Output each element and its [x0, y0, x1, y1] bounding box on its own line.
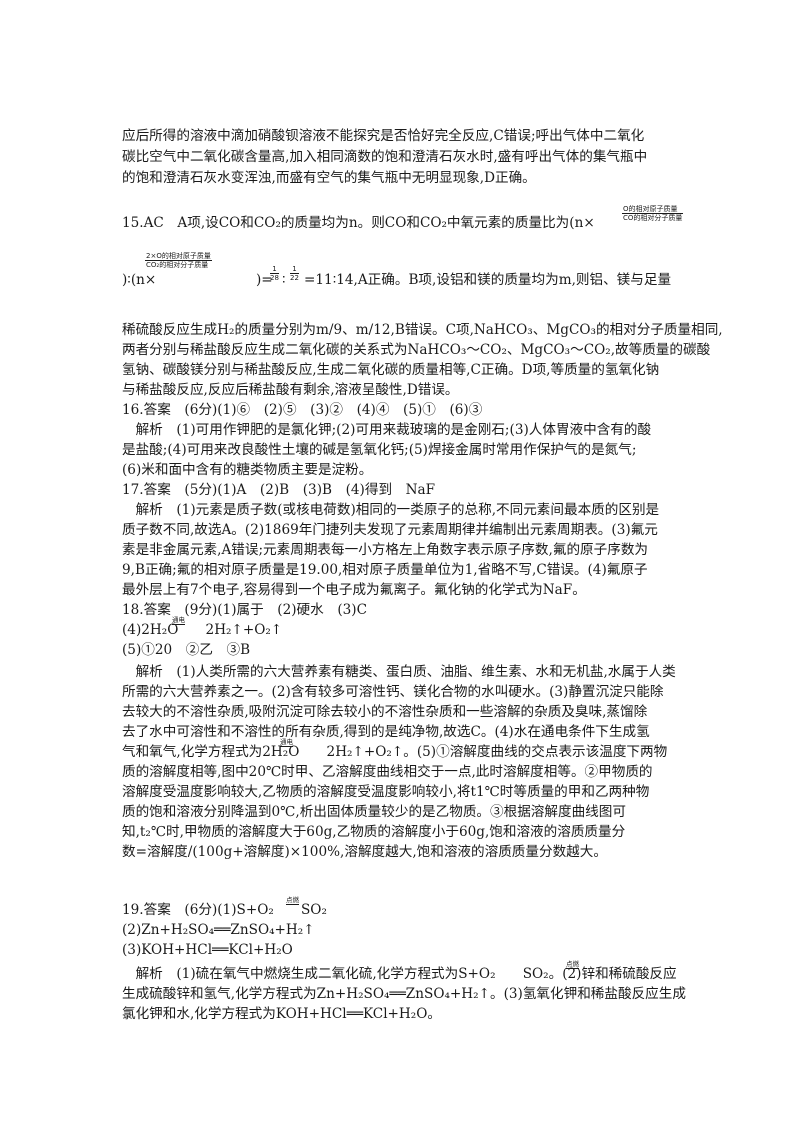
text-line: 与稀盐酸反应,反应后稀盐酸有剩余,溶液呈酸性,D错误。 [122, 382, 459, 398]
fraction-denominator: 28 [270, 274, 279, 282]
text-line: (3)KOH+HCl══KCl+H₂O [122, 942, 293, 958]
text-line: 质的溶解度相等,图中20℃时甲、乙溶解度曲线相交于一点,此时溶解度相等。②甲物质… [122, 764, 653, 780]
text-line: 17.答案 (5分)(1)A (2)B (3)B (4)得到 NaF [122, 482, 436, 498]
text-line: )∶(n× [122, 272, 157, 288]
text-line: 应后所得的溶液中滴加硝酸钡溶液不能探究是否恰好完全反应,C错误;呼出气体中二氧化 [122, 128, 645, 144]
reaction-condition: 通电 [172, 616, 185, 625]
text-line: =11∶14,A正确。B项,设铝和镁的质量均为m,则铝、镁与足量 [304, 272, 672, 288]
text-line: 素是非金属元素,A错误;元素周期表每一小方格左上角数字表示原子序数,氟的原子序数… [122, 542, 649, 558]
small-fraction: 1 22 [290, 265, 299, 282]
text-line: 解析 (1)元素是质子数(或核电荷数)相同的一类原子的总称,不同元素间最本质的区… [122, 502, 660, 518]
text-line: 质子数不同,故选A。(2)1869年门捷列夫发现了元素周期律并编制出元素周期表。… [122, 522, 658, 538]
text-line: 16.答案 (6分)(1)⑥ (2)⑤ (3)② (4)④ (5)① (6)③ [122, 402, 483, 418]
fraction-denominator: CO的相对分子质量 [623, 214, 683, 222]
text-line: 9,B正确;氟的相对原子质量是19.00,相对原子质量单位为1,省略不写,C错误… [122, 562, 648, 578]
text-line: 去较大的不溶性杂质,吸附沉淀可除去较小的不溶性杂质和一些溶解的杂质及臭味,蒸馏除 [122, 704, 648, 720]
text-line: (6)米和面中含有的糖类物质主要是淀粉。 [122, 462, 373, 478]
text-line: ∶ [282, 272, 286, 288]
text-line: 碳比空气中二氧化碳含量高,加入相同滴数的饱和澄清石灰水时,盛有呼出气体的集气瓶中 [122, 149, 648, 165]
fraction-numerator: 1 [290, 265, 299, 274]
reaction-condition: 点燃 [566, 960, 579, 969]
text-line: 的饱和澄清石灰水变浑浊,而盛有空气的集气瓶中无明显现象,D正确。 [122, 170, 536, 186]
small-fraction: 1 28 [270, 265, 279, 282]
fraction-denominator: CO₂的相对分子质量 [146, 261, 209, 269]
text-line: 所需的六大营养素之一。(2)含有较多可溶性钙、镁化合物的水叫硬水。(3)静置沉淀… [122, 684, 664, 700]
fraction-o2-mass: 2×O的相对原子质量 CO₂的相对分子质量 [145, 252, 212, 269]
text-line: 气和氧气,化学方程式为2H₂O 2H₂↑+O₂↑。(5)①溶解度曲线的交点表示该… [122, 744, 668, 760]
text-line: 数=溶解度/(100g+溶解度)×100%,溶解度越大,饱和溶液的溶质质量分数越… [122, 844, 607, 860]
text-line: 知,t₂℃时,甲物质的溶解度大于60g,乙物质的溶解度小于60g,饱和溶液的溶质… [122, 824, 626, 840]
reaction-condition: 点燃 [286, 896, 299, 905]
text-line: 是盐酸;(4)可用来改良酸性土壤的碱是氢氧化钙;(5)焊接金属时常用作保护气的是… [122, 442, 637, 458]
text-line: (5)①20 ②乙 ③B [122, 642, 251, 658]
text-line: 18.答案 (9分)(1)属于 (2)硬水 (3)C [122, 602, 367, 618]
text-line: 19.答案 (6分)(1)S+O₂ SO₂ [122, 902, 327, 918]
fraction-denominator: 22 [290, 274, 299, 282]
text-line: 氯化钾和水,化学方程式为KOH+HCl══KCl+H₂O。 [122, 1006, 441, 1022]
text-line: 最外层上有7个电子,容易得到一个电子成为氟离子。氟化钠的化学式为NaF。 [122, 582, 586, 598]
text-line: 生成硫酸锌和氢气,化学方程式为Zn+H₂SO₄══ZnSO₄+H₂↑。(3)氢氧… [122, 986, 686, 1002]
text-line: 解析 (1)硫在氧气中燃烧生成二氧化硫,化学方程式为S+O₂ SO₂。(2)锌和… [122, 966, 677, 982]
fraction-numerator: 1 [270, 265, 279, 274]
text-line: )= [256, 272, 273, 288]
text-line: 15.AC A项,设CO和CO₂的质量均为n。则CO和CO₂中氧元素的质量比为(… [122, 215, 595, 231]
text-line: (2)Zn+H₂SO₄══ZnSO₄+H₂↑ [122, 922, 315, 938]
text-line: 两者分别与稀盐酸反应生成二氧化碳的关系式为NaHCO₃～CO₂、MgCO₃～CO… [122, 342, 711, 358]
text-line: 去了水中可溶性和不溶性的所有杂质,得到的是纯净物,故选C。(4)水在通电条件下生… [122, 724, 650, 740]
fraction-numerator: O的相对原子质量 [622, 205, 684, 214]
reaction-condition: 通电 [280, 738, 293, 747]
text-line: 质的饱和溶液分别降温到0℃,析出固体质量较少的是乙物质。③根据溶解度曲线图可 [122, 804, 626, 820]
text-line: 溶解度受温度影响较大,乙物质的溶解度受温度影响较小,将t1℃时等质量的甲和乙两种… [122, 784, 650, 800]
text-line: 氢钠、碳酸镁分别与稀盐酸反应,生成二氧化碳的质量相等,C正确。D项,等质量的氢氧… [122, 362, 660, 378]
text-line: 解析 (1)可用作钾肥的是氯化钾;(2)可用来裁玻璃的是金刚石;(3)人体胃液中… [122, 422, 652, 438]
fraction-numerator: 2×O的相对原子质量 [145, 252, 212, 261]
text-line: 解析 (1)人类所需的六大营养素有糖类、蛋白质、油脂、维生素、水和无机盐,水属于… [122, 664, 676, 680]
fraction-o-mass: O的相对原子质量 CO的相对分子质量 [622, 205, 684, 222]
text-line: 稀硫酸反应生成H₂的质量分别为m/9、m/12,B错误。C项,NaHCO₃、Mg… [122, 322, 723, 338]
text-line: (4)2H₂O 2H₂↑+O₂↑ [122, 622, 283, 638]
